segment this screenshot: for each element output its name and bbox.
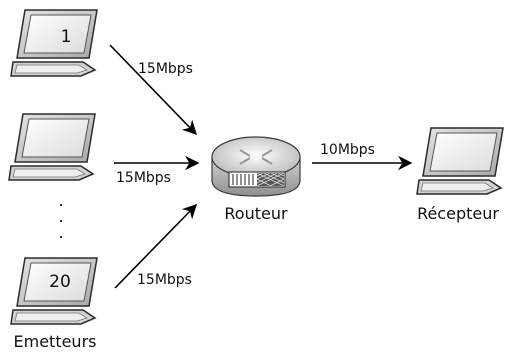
receiver-label: Récepteur xyxy=(417,204,499,223)
link-middle-label: 15Mbps xyxy=(116,170,171,186)
sender-1-label: 1 xyxy=(61,27,72,47)
ellipsis-dot-1: . xyxy=(58,191,63,210)
sender-20-label: 20 xyxy=(49,272,71,292)
router-label: Routeur xyxy=(224,204,288,223)
sender-computer-middle xyxy=(8,113,96,181)
sender-ellipsis: . . . xyxy=(58,191,63,242)
router-icon xyxy=(211,136,301,197)
ellipsis-dot-2: . xyxy=(58,207,63,226)
desktop-computer-icon xyxy=(10,9,98,77)
link-top-label: 15Mbps xyxy=(138,61,193,77)
sender-computer-20: 20 xyxy=(10,257,98,325)
arrow-bottom-link xyxy=(114,203,198,289)
sender-computer-1: 1 xyxy=(10,9,98,77)
ellipsis-dot-3: . xyxy=(58,223,63,242)
desktop-computer-icon xyxy=(8,113,96,181)
desktop-computer-icon xyxy=(416,127,504,195)
router: Routeur xyxy=(211,136,301,223)
senders-group-label: Emetteurs xyxy=(14,332,97,351)
arrow-top-link xyxy=(109,44,198,136)
link-bottom-label: 15Mbps xyxy=(137,272,192,288)
link-out-label: 10Mbps xyxy=(320,142,375,158)
receiver-computer: Récepteur xyxy=(416,127,504,223)
